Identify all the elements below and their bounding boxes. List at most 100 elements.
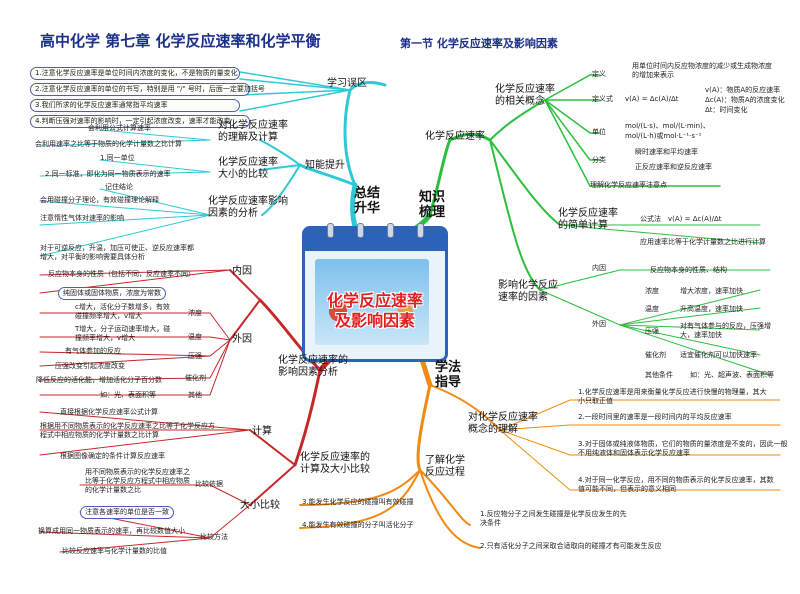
compare-method-item: 比较反应速率与化学计量数的比值 [62, 547, 167, 555]
inner-factor-text: 反应物本身的性质（包括不同，反应速率不同） [48, 270, 195, 278]
outer-factor-item: 温度 [188, 333, 202, 341]
process-item: 1.反应物分子之间发生碰撞是化学反应发生的先决条件 [480, 510, 627, 527]
right-outer-item: 压强 [645, 327, 659, 335]
understand-title: 对化学反应速率 概念的理解 [468, 412, 538, 435]
outer-factor-item: 催化剂 [185, 374, 206, 382]
binder-ring [387, 223, 394, 238]
outer-factor-note: c增大，活化分子数增多，有效碰撞频率增大，v增大 [75, 303, 170, 320]
factors-title: 化学反应速率的 影响因素分析 [278, 355, 348, 378]
formula-label: 定义式 [592, 95, 613, 103]
right-outer-item: 其他条件 [645, 371, 673, 379]
unit-text: mol/(L·s)、mol/(L·min)、 [625, 122, 710, 130]
understand-item: 4.对于同一化学反应，用不同的物质表示的化学反应速率，其数值可能不同，但表示的意… [578, 476, 774, 493]
calc-item: 直接根据化学反应速率公式计算 [60, 408, 158, 416]
class-item: 正反应速率和逆反应速率 [635, 163, 712, 171]
inner-factor: 内因 [232, 266, 252, 277]
ability-item: 会用碰撞分子理论，有效碰撞理论解释 [40, 196, 159, 204]
lab-scene-image [315, 259, 429, 345]
right-outer-note: 对有气体参与的反应，压强增大，速率加快 [680, 322, 771, 339]
class-label: 分类 [592, 156, 606, 164]
center-topic-card: 化学反应速率 及影响因素 [302, 223, 448, 362]
compare-method-item: 注意各速率的单位是否一致 [80, 506, 174, 519]
formula: v(A) = Δc(A)/Δt [625, 95, 679, 103]
process-item: 4.能发生有效碰撞的分子叫活化分子 [302, 521, 414, 529]
ability-item: 会利用公式计算速率 [88, 124, 151, 132]
ability-item: 对于可逆反应，升温，加压可使正、逆反应速率都增大，对平衡的影响需要具体分析 [40, 244, 194, 261]
understand-note: 理解化学反应速率注意点 [590, 181, 667, 189]
center-title-line1: 化学反应速率 [326, 291, 423, 310]
outer-factor-note: 压强改变引起浓度改变 [55, 362, 125, 370]
page-title: 高中化学 第七章 化学反应速率和化学平衡 [40, 32, 321, 50]
process-item: 2.只有活化分子之间采取合适取向的碰撞才有可能发生反应 [480, 542, 662, 550]
compare-label: 大小比较 [240, 500, 280, 511]
unit-label: 单位 [592, 128, 606, 136]
ability-item: 注意惰性气体对速率的影响 [40, 214, 124, 222]
misconception-item: 3.我们所求的化学反应速率通常指平均速率 [30, 99, 240, 112]
formula-note: Δc(A)：物质A的浓度变化 [705, 96, 785, 104]
calc-title: 化学反应速率的 计算及大小比较 [300, 452, 370, 475]
understand-item: 3.对于固体或纯液体物质，它们的物质的量浓度是不变的，因此一般不用纯液体和固体表… [578, 440, 788, 457]
outer-factor-note: 如：光、表面积等 [100, 391, 156, 399]
compare-method-label: 比较方法 [200, 533, 228, 541]
compare-method-item: 换算成用同一物质表示的速率，再比较数值大小 [38, 527, 185, 535]
branch-rate: 化学反应速率 [425, 131, 485, 142]
right-outer-note: 适宜催化剂可以加快速率 [680, 351, 757, 359]
ability-item: 2.同一标准，即化为同一物质表示的速率 [45, 170, 171, 178]
binder-ring [357, 223, 364, 238]
binder-ring [417, 223, 424, 238]
branch-summary: 总结 升华 [353, 186, 380, 216]
formula-note: v(A)：物质A的反应速率 [705, 86, 781, 94]
misconception-item: 2.注意化学反应速率的单位的书写，特别是用 "/" 号时，后面一定要加括号 [30, 83, 265, 96]
branch-method: 学法 指导 [434, 360, 461, 390]
class-item: 瞬时速率和平均速率 [635, 148, 698, 156]
calc-ratio: 应用速率比等于化学计量数之比进行计算 [640, 238, 766, 246]
understand-item: 2.一段时间里的速率是一段时间内的平均反应速率 [578, 413, 732, 421]
understand-item: 1.化学反应速率是用来衡量化学反应进行快慢的物理量，其大小只取正值 [578, 388, 767, 405]
section-title: 第一节 化学反应速率及影响因素 [400, 37, 558, 50]
right-outer-item: 温度 [645, 305, 659, 313]
simple-calc-title: 化学反应速率 的简单计算 [558, 208, 618, 231]
def-text: 用单位时间内反应物浓度的减少或生成物浓度的增加来表示 [632, 62, 772, 79]
formula-note: Δt：时间变化 [705, 106, 748, 114]
ability-item: 会利用速率之比等于物质的化学计量数之比计算 [35, 140, 182, 148]
ability-item: 记住结论 [105, 183, 133, 191]
right-outer-note: 升高温度，速率加快 [680, 305, 743, 313]
center-title: 化学反应速率 及影响因素 [305, 291, 445, 331]
right-inner-text: 反应物本身的性质、结构 [650, 266, 727, 274]
right-outer-item: 浓度 [645, 287, 659, 295]
calendar-top [305, 229, 445, 251]
unit-text: mol/(L·h)或mol·L⁻¹·s⁻¹ [625, 132, 702, 140]
def-label: 定义 [592, 70, 606, 78]
right-inner-label: 内因 [592, 264, 606, 272]
calc-label: 计算 [252, 426, 272, 437]
ability-group-title: 对化学反应速率 的理解及计算 [218, 120, 288, 143]
right-outer-label: 外因 [592, 320, 606, 328]
outer-factor-item: 浓度 [188, 309, 202, 317]
misconceptions-title: 学习误区 [327, 78, 367, 89]
right-outer-note: 增大浓度，速率加快 [680, 287, 743, 295]
factor-title: 影响化学反应 速率的因素 [498, 280, 558, 303]
outer-factor-item: 其他 [188, 391, 202, 399]
process-item: 3.能发生化学反应的碰撞叫有效碰撞 [302, 498, 414, 506]
ability-group-title: 化学反应速率 大小的比较 [218, 157, 278, 180]
branch-knowledge: 知识 梳理 [418, 190, 445, 220]
outer-factor-note: 有气体参加的反应 [65, 347, 121, 355]
outer-factor-note: 降低反应的活化能，增加活化分子百分数 [36, 376, 162, 384]
flask-icon [329, 299, 347, 321]
outer-factor: 外因 [232, 334, 252, 345]
compare-basis-text: 用不同物质表示的化学反应速率之比等于化学反应方程式中相应物质的化学计量数之比 [85, 468, 190, 494]
binder-ring [327, 223, 334, 238]
ability-item: 1.同一单位 [100, 154, 135, 162]
compare-basis-label: 比较依据 [195, 480, 223, 488]
outer-factor-note: T增大，分子运动速率增大，碰撞频率增大，v增大 [75, 325, 171, 342]
concept-title: 化学反应速率 的相关概念 [495, 84, 555, 107]
inner-factor-note: 纯固体或固体物质，浓度为常数 [58, 287, 166, 300]
process-title: 了解化学 反应过程 [425, 455, 465, 478]
calc-formula-label: 公式法 [640, 215, 661, 223]
misconception-item: 1.注意化学反应速率是单位时间内浓度的变化，不是物质的量变化 [30, 67, 240, 80]
ability-title: 知能提升 [305, 160, 345, 171]
right-outer-item: 催化剂 [645, 351, 666, 359]
misconception-item: 4.判断压强对速率的影响时，一定引起浓度改变，速率才能改变 [30, 115, 250, 128]
